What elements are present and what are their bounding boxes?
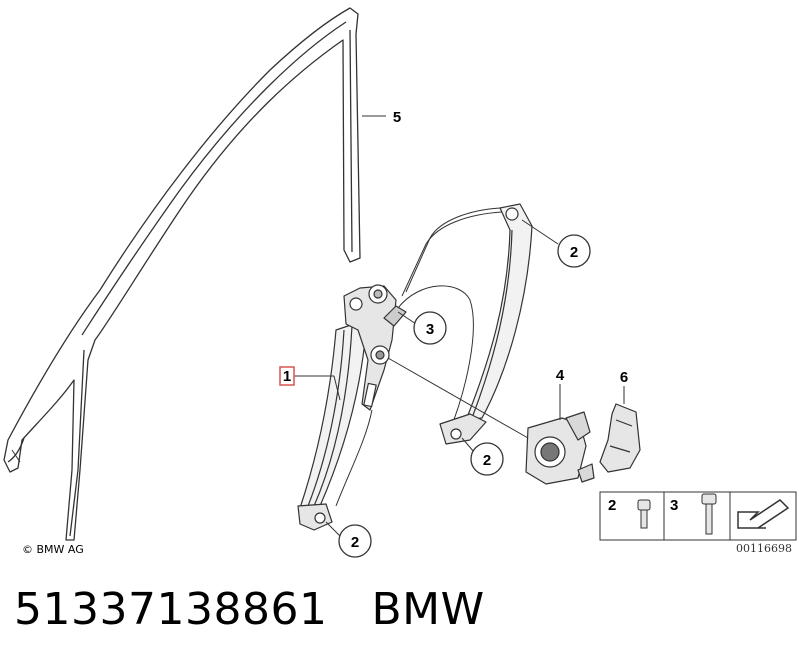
motor-bracket (599, 403, 641, 473)
callout-2-bottom: 2 (338, 524, 372, 558)
callout-2-top-label: 2 (570, 244, 578, 261)
fastener-3-label: 3 (670, 497, 678, 514)
copyright-text: © BMW AG (22, 543, 84, 556)
callout-1-label: 1 (283, 368, 291, 385)
callout-2-middle-label: 2 (483, 452, 491, 469)
long-bolt-icon (701, 493, 717, 535)
callout-2-top: 2 (557, 234, 591, 268)
callout-5: 5 (393, 109, 401, 126)
callout-4-label: 4 (556, 367, 565, 384)
callout-6-label: 6 (620, 369, 628, 386)
window-motor (525, 411, 595, 485)
callout-1: 1 (279, 366, 295, 386)
reference-number: 00116698 (736, 542, 792, 555)
part-caption: 51337138861 BMW (14, 584, 529, 635)
callout-3-label: 3 (426, 321, 434, 338)
pointer-arrow-icon (737, 499, 790, 529)
callout-6: 6 (620, 369, 628, 386)
callout-4: 4 (556, 367, 565, 384)
fastener-table: 2 3 (599, 491, 797, 541)
window-frame-seal (3, 7, 361, 541)
brand-name: BMW (371, 584, 485, 635)
fastener-2-label: 2 (608, 497, 616, 514)
callout-3: 3 (413, 311, 447, 345)
rear-guide-rail (439, 203, 533, 445)
window-regulator-assembly (297, 207, 503, 531)
short-bolt-icon (637, 499, 651, 529)
part-number: 51337138861 (14, 584, 328, 635)
callout-2-middle: 2 (470, 442, 504, 476)
callout-2-bottom-label: 2 (351, 534, 359, 551)
callout-5-label: 5 (393, 109, 401, 126)
leader-lines (294, 115, 625, 537)
